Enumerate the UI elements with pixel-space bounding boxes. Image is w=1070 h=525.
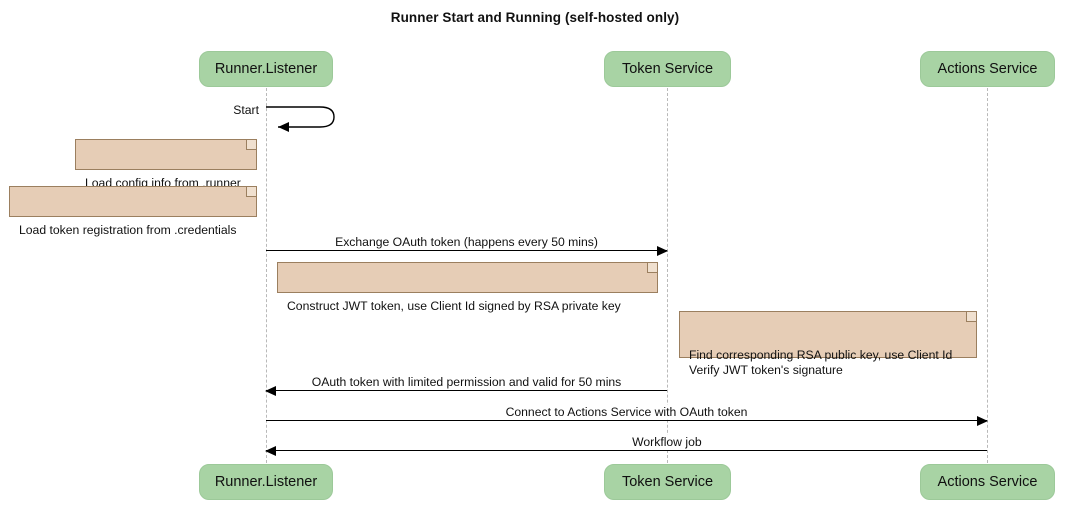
- participant-actions-service-top[interactable]: Actions Service: [920, 51, 1055, 87]
- page-title: Runner Start and Running (self-hosted on…: [390, 10, 680, 25]
- message-label: Workflow job: [628, 435, 706, 449]
- participant-runner-listener-bottom[interactable]: Runner.Listener: [199, 464, 333, 500]
- note-load-config-info: Load config info from .runner: [75, 139, 257, 190]
- note-text: Load token registration from .credential…: [19, 223, 237, 237]
- message-label: Exchange OAuth token (happens every 50 m…: [331, 235, 602, 249]
- note-load-token-registration: Load token registration from .credential…: [9, 186, 257, 237]
- participant-token-service-top[interactable]: Token Service: [604, 51, 731, 87]
- message-start-label: Start: [230, 103, 262, 117]
- participant-actions-service-bottom[interactable]: Actions Service: [920, 464, 1055, 500]
- note-fold-icon: [246, 187, 256, 197]
- arrowhead-right-icon: [657, 246, 668, 256]
- note-verify-jwt-token: Find corresponding RSA public key, use C…: [679, 311, 977, 377]
- arrowhead-right-icon: [977, 416, 988, 426]
- message-connect-to-actions-service[interactable]: Connect to Actions Service with OAuth to…: [266, 405, 988, 426]
- participant-label: Token Service: [621, 474, 714, 490]
- note-construct-jwt-token: Construct JWT token, use Client Id signe…: [277, 262, 658, 313]
- participant-runner-listener-top[interactable]: Runner.Listener: [199, 51, 333, 87]
- participant-token-service-bottom[interactable]: Token Service: [604, 464, 731, 500]
- message-label: OAuth token with limited permission and …: [307, 375, 626, 389]
- lifeline-runner-listener: [266, 88, 267, 463]
- arrowhead-left-icon: [265, 386, 276, 396]
- participant-label: Actions Service: [937, 61, 1038, 77]
- note-fold-icon: [966, 312, 976, 322]
- lifeline-token-service: [667, 88, 668, 463]
- lifeline-actions-service: [987, 88, 988, 463]
- message-oauth-token-response[interactable]: OAuth token with limited permission and …: [265, 375, 667, 396]
- arrowhead-left-icon: [265, 446, 276, 456]
- note-fold-icon: [246, 140, 256, 150]
- note-fold-icon: [647, 263, 657, 273]
- participant-label: Token Service: [621, 61, 714, 77]
- participant-label: Runner.Listener: [214, 474, 318, 490]
- participant-label: Actions Service: [937, 474, 1038, 490]
- message-workflow-job[interactable]: Workflow job: [265, 435, 987, 456]
- note-text: Find corresponding RSA public key, use C…: [689, 348, 953, 377]
- message-start-self-loop[interactable]: [266, 100, 346, 136]
- message-exchange-oauth-token[interactable]: Exchange OAuth token (happens every 50 m…: [266, 235, 668, 256]
- message-label: Connect to Actions Service with OAuth to…: [501, 405, 752, 419]
- participant-label: Runner.Listener: [214, 61, 318, 77]
- note-text: Construct JWT token, use Client Id signe…: [287, 299, 621, 313]
